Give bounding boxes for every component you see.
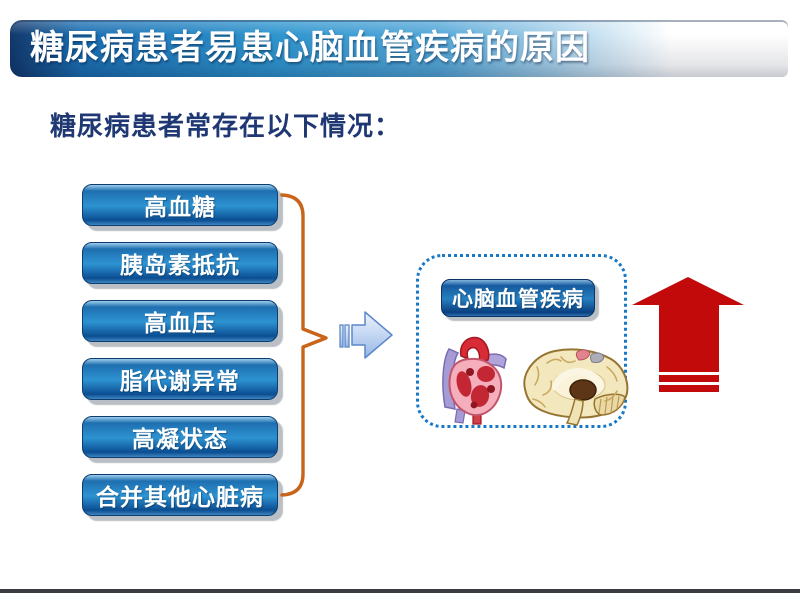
factor-label: 高血压	[144, 310, 216, 336]
factor-pill-hypertension: 高血压	[82, 300, 278, 342]
slide-subtitle: 糖尿病患者常存在以下情况：	[50, 111, 402, 141]
result-label-pill: 心脑血管疾病	[441, 279, 595, 317]
title-bar: 糖尿病患者易患心脑血管疾病的原因	[10, 20, 788, 77]
heart-illustration	[442, 336, 507, 425]
brace-connector-icon	[280, 193, 328, 497]
factor-label: 高凝状态	[132, 426, 228, 452]
factor-list: 高血糖 胰岛素抵抗 高血压 脂代谢异常 高凝状态 合并其他心脏病	[82, 184, 278, 516]
factor-label: 合并其他心脏病	[96, 484, 264, 510]
factor-pill-other-heart-disease: 合并其他心脏病	[82, 474, 278, 516]
factor-pill-hyperglycemia: 高血糖	[82, 184, 278, 226]
factor-label: 脂代谢异常	[120, 368, 240, 394]
result-label-text: 心脑血管疾病	[452, 288, 584, 311]
slide-title: 糖尿病患者易患心脑血管疾病的原因	[30, 29, 590, 67]
increase-arrow-icon	[632, 277, 744, 392]
factor-pill-dyslipidemia: 脂代谢异常	[82, 358, 278, 400]
brain-illustration	[523, 348, 629, 426]
result-box: 心脑血管疾病	[416, 254, 629, 428]
factor-pill-hypercoagulable: 高凝状态	[82, 416, 278, 458]
right-arrow-icon	[339, 311, 393, 359]
factor-pill-insulin-resistance: 胰岛素抵抗	[82, 242, 278, 284]
bottom-divider	[0, 589, 800, 593]
factor-label: 高血糖	[144, 194, 216, 220]
factor-label: 胰岛素抵抗	[120, 252, 240, 278]
